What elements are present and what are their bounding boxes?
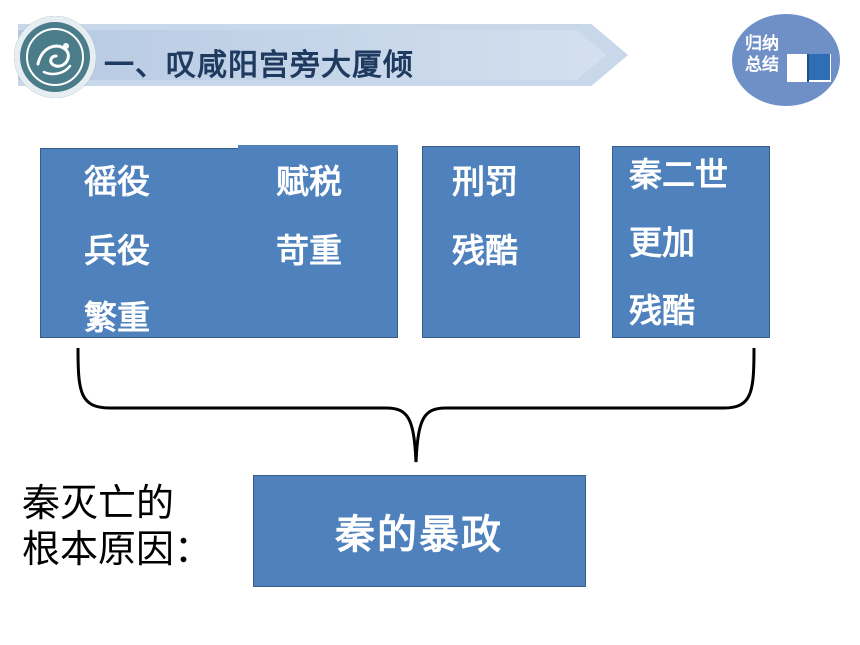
cause-label: 秦灭亡的 根本原因： (22, 480, 212, 572)
box-text-fanzhong: 繁重 (84, 298, 150, 337)
dragon-emblem-icon (14, 16, 96, 98)
result-box (253, 475, 586, 587)
cause-label-line2: 根本原因： (22, 527, 213, 571)
box-text-bingyi: 兵役 (84, 231, 150, 270)
labor-tax-box (40, 148, 398, 338)
summary-badge-line1: 归纳 (745, 34, 779, 54)
second-emperor-box (612, 146, 770, 338)
labor-tax-box-tab (238, 145, 398, 151)
box-text-fushui: 赋税 (276, 162, 342, 201)
box-text-qinershi: 秦二世 (629, 155, 728, 194)
summary-badge-label: 归纳 总结 (738, 34, 786, 76)
open-book-icon (787, 54, 831, 82)
box-text-kezhong: 苛重 (276, 231, 342, 270)
section-title: 一、叹咸阳宫旁大厦倾 (104, 48, 414, 83)
box-text-canku-2: 残酷 (629, 291, 695, 330)
box-text-canku: 残酷 (452, 231, 518, 270)
punishment-box (422, 146, 580, 338)
summary-badge-line2: 总结 (745, 55, 779, 75)
box-text-yaoyi: 徭役 (84, 162, 150, 201)
box-text-gengjia: 更加 (629, 223, 695, 262)
title-banner-strip (18, 30, 606, 80)
box-text-xingfa: 刑罚 (452, 162, 518, 201)
result-text: 秦的暴政 (335, 512, 503, 558)
cause-label-line1: 秦灭亡的 (22, 481, 175, 525)
